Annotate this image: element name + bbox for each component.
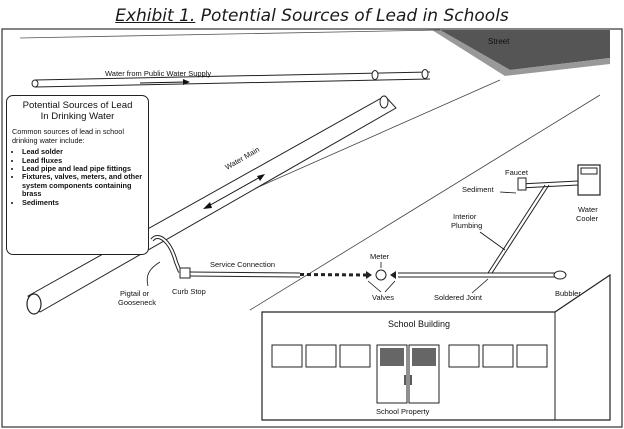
- water-main-joint: [379, 95, 389, 109]
- soldered-joint-pointer: [471, 278, 489, 294]
- diagram-frame: [1, 28, 623, 428]
- bubbler-fixture: [553, 270, 567, 280]
- door-glass: [380, 348, 404, 366]
- faucet-icon: [517, 177, 527, 191]
- legend-item: Lead fluxes: [22, 156, 143, 165]
- service-pipe: [189, 275, 301, 278]
- legend-item: Lead pipe and lead pipe fittings: [22, 164, 143, 173]
- supply-pipe-end: [31, 79, 39, 88]
- street-surface: [440, 30, 610, 70]
- ground-line: [19, 29, 441, 39]
- water-cooler-top: [580, 167, 598, 175]
- flow-arrow-shaft: [139, 81, 186, 84]
- exhibit-number: Exhibit 1.: [115, 6, 196, 26]
- legend-item: Lead solder: [22, 147, 143, 156]
- service-pipe: [189, 271, 301, 274]
- riser-pipe: [491, 184, 550, 274]
- supply-pipe-top: [34, 71, 431, 81]
- arrow-head: [257, 174, 265, 181]
- valves-pointer: [367, 280, 382, 293]
- supply-pipe-joint: [371, 70, 379, 80]
- street-label: Street: [488, 37, 510, 46]
- window: [448, 344, 480, 368]
- pigtail-label-2: Gooseneck: [118, 298, 156, 307]
- water-main-arrow: [204, 175, 263, 209]
- branch-pipe: [519, 184, 579, 189]
- exhibit-caption: Potential Sources of Lead in Schools: [200, 6, 509, 26]
- legend-title: Potential Sources of Lead In Drinking Wa…: [12, 100, 143, 122]
- valve-icon: [366, 271, 372, 279]
- window: [305, 344, 337, 368]
- window: [516, 344, 548, 368]
- window: [271, 344, 303, 368]
- water-supply-label: Water from Public Water Supply: [105, 69, 211, 78]
- legend-title-line-1: Potential Sources of Lead: [22, 100, 133, 111]
- legend-box: Potential Sources of Lead In Drinking Wa…: [6, 95, 149, 255]
- water-cooler-label-2: Cooler: [576, 214, 599, 223]
- interior-plumbing-label-1: Interior: [453, 212, 477, 221]
- exhibit-title: Exhibit 1. Potential Sources of Lead in …: [0, 6, 624, 26]
- service-connection-label: Service Connection: [210, 260, 275, 269]
- water-main-label: Water Main: [224, 145, 261, 172]
- pigtail-pointer: [146, 261, 161, 287]
- school-property-label: School Property: [376, 407, 430, 416]
- supply-pipe-bottom: [34, 78, 431, 88]
- valve-icon: [390, 271, 396, 279]
- interior-plumbing-label-2: Plumbing: [451, 221, 482, 230]
- window: [482, 344, 514, 368]
- street-curb: [432, 30, 610, 76]
- gooseneck-pipe-inner: [151, 235, 181, 273]
- school-building-label: School Building: [388, 319, 450, 329]
- service-pipe-underground: [299, 273, 369, 277]
- arrow-head: [203, 202, 212, 209]
- water-cooler-label-1: Water: [578, 205, 598, 214]
- door-glass: [412, 348, 436, 366]
- valves-label: Valves: [372, 293, 394, 302]
- window: [339, 344, 371, 368]
- meter-label: Meter: [370, 252, 390, 261]
- branch-pipe: [519, 180, 579, 185]
- riser-pipe: [487, 184, 546, 274]
- bubbler-label: Bubbler: [555, 289, 581, 298]
- curb-stop-label: Curb Stop: [172, 287, 206, 296]
- flow-arrow-head: [183, 79, 190, 85]
- water-main-end: [26, 293, 42, 315]
- valves-pointer: [384, 280, 396, 293]
- soldered-joint-label: Soldered Joint: [434, 293, 483, 302]
- legend-item: Sediments: [22, 198, 143, 207]
- legend-title-line-2: In Drinking Water: [40, 111, 115, 122]
- pigtail-label-1: Pigtail or: [120, 289, 150, 298]
- curb-stop-valve: [179, 267, 191, 279]
- sediment-pointer: [499, 191, 517, 194]
- sediment-label: Sediment: [462, 185, 495, 194]
- supply-pipe-joint: [421, 69, 429, 79]
- meter: [375, 269, 387, 281]
- legend-list: Lead solder Lead fluxes Lead pipe and le…: [12, 147, 143, 207]
- legend-intro: Common sources of lead in school drinkin…: [12, 127, 124, 145]
- ground-line: [249, 94, 601, 311]
- interior-plumbing-pointer: [479, 231, 506, 251]
- legend-item: Fixtures, valves, meters, and other syst…: [22, 173, 143, 198]
- faucet-label: Faucet: [505, 168, 529, 177]
